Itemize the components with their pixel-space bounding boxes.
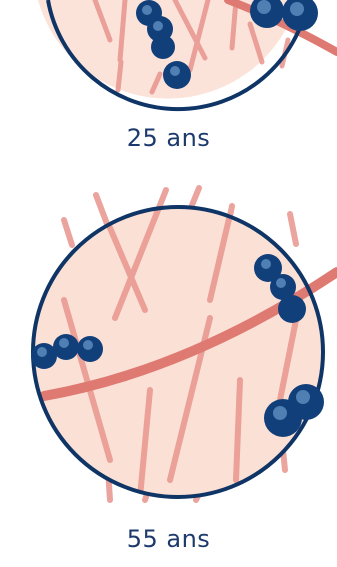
tissue-circle-25 (38, 0, 337, 109)
tissue-circle-55 (31, 188, 337, 500)
age-label-55: 55 ans (0, 525, 337, 553)
age-label-25: 25 ans (0, 124, 337, 152)
